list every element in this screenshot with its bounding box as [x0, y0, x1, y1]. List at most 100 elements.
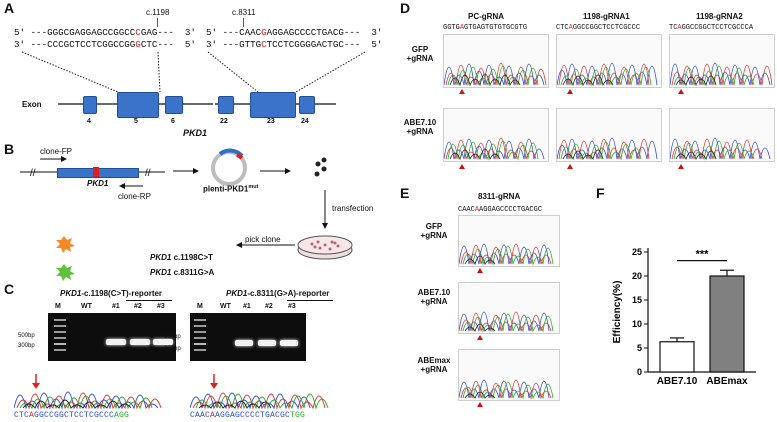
pkd1-gene-label: PKD1 [183, 128, 208, 138]
e-marker-abe710 [477, 335, 483, 340]
d-col2-seq: CTCAGGCCGGCTCCTCGCCC [556, 24, 641, 32]
clone-fp-label: clone-FP [40, 147, 73, 156]
bar-abe710 [659, 341, 695, 373]
y-tick-label: 15 [632, 295, 642, 305]
y-tick-label: 25 [632, 247, 642, 257]
e-chromatogram-abemax [458, 349, 560, 401]
exon-5 [117, 92, 159, 118]
d-marker-abe-pc [459, 164, 465, 169]
d-col1-seq: GGTGAGTGAGTGTGTGCGTG [443, 24, 528, 32]
d-marker-abe-1198g1 [567, 164, 573, 169]
transfection-label: transfection [332, 204, 374, 213]
gel2-bracket [287, 300, 333, 301]
d-chromatogram-abe-1198g2 [669, 108, 775, 162]
exon-number-23: 23 [267, 118, 275, 125]
site1-marker [157, 18, 158, 27]
site2-marker [243, 18, 244, 27]
e-chromatogram-abe710 [458, 282, 560, 334]
exon-23 [250, 92, 296, 118]
gel1-image [48, 313, 176, 361]
d-chromatogram-gfp-1198g1 [556, 34, 662, 88]
d-row1-label: GFP+gRNA [406, 45, 434, 63]
panel-label-a: A [4, 0, 15, 16]
site1-bottom-strand: 3' ---CCCGCTCCTCGGCCGGGCTC--- 5' [14, 39, 196, 50]
gel2-image [190, 313, 306, 361]
panel-label-b: B [4, 141, 15, 157]
exon-number-24: 24 [301, 118, 309, 125]
exon-number-6: 6 [171, 118, 175, 125]
gel1-ladder-300: 300bp [18, 343, 35, 349]
workflow-diagram: // // [20, 148, 353, 281]
gel2-ladder-300: 300bp [164, 346, 181, 352]
site1-label: c.1198 [146, 8, 170, 17]
svg-text://: // [145, 168, 151, 179]
exon-number-22: 22 [220, 118, 228, 125]
exon-22 [218, 96, 234, 114]
gel2-lane-m: M [197, 303, 203, 310]
svg-text://: // [30, 168, 36, 179]
d-row2-label: ABE7.10+gRNA [403, 118, 437, 136]
significance-label: *** [696, 249, 710, 261]
e-title: 8311-gRNA [478, 192, 521, 201]
y-tick-label: 20 [632, 271, 642, 281]
plasmid-label: plenti-PKD1mut [203, 184, 259, 194]
d-col2-title: 1198-gRNA1 [583, 12, 630, 21]
sequence-c8311: CAACAAGGAGCCCCTGACGCTGG [190, 411, 306, 420]
gel1-ladder-500: 500bp [18, 333, 35, 339]
gel1-lane-m: M [55, 303, 61, 310]
d-col3-seq: TCAGGCCGGCTCCTCGCCCA [669, 24, 754, 32]
site1-top-strand: 5' ---GGGCGAGGAGCCGGCCCGAG--- 3' [14, 27, 196, 38]
gel2-ladder-500: 500bp [164, 334, 181, 340]
d-marker-gfp-1198g1 [567, 89, 573, 94]
gel2-lane-1: #1 [243, 303, 251, 310]
gel1-lane-2: #2 [134, 303, 142, 310]
site2-label: c.8311 [232, 8, 256, 17]
gel1-lane-1: #1 [112, 303, 120, 310]
gel1-lane-3: #3 [157, 303, 165, 310]
y-tick-label: 0 [637, 367, 642, 377]
exon-number-5: 5 [134, 118, 138, 125]
gel2-lane-3: #3 [288, 303, 296, 310]
panel-label-e: E [400, 185, 410, 201]
exon-24 [299, 96, 315, 114]
panel-label-d: D [400, 0, 411, 16]
x-tick-label: ABEmax [706, 376, 748, 387]
gel1-lane-wt: WT [81, 303, 92, 310]
mutation-site-marker [93, 167, 99, 177]
gel2-lane-2: #2 [265, 303, 273, 310]
d-marker-gfp-pc [459, 89, 465, 94]
panel-label-f: F [596, 185, 605, 201]
gel1-bracket [126, 300, 172, 301]
gel2-title: PKD1-c.8311(G>A)-reporter [226, 289, 330, 298]
pick-clone-label: pick clone [245, 235, 281, 244]
mutation-2-label: PKD1 c.8311G>A [150, 268, 215, 277]
mutation-1-label: PKD1 c.1198C>T [150, 253, 213, 262]
panel-label-c: C [4, 281, 15, 297]
d-chromatogram-gfp-pc [443, 34, 549, 88]
construct-gene-label: PKD1 [87, 179, 109, 188]
chromatogram-c1198 [14, 374, 162, 410]
e-row3-label: ABEmax+gRNA [417, 356, 451, 374]
e-marker-abemax [477, 402, 483, 407]
e-row2-label: ABE7.10+gRNA [417, 288, 451, 306]
d-chromatogram-gfp-1198g2 [669, 34, 775, 88]
exon-6 [165, 96, 183, 114]
gel1-title: PKD1-c.1198(C>T)-reporter [60, 289, 163, 298]
e-marker-gfp [477, 268, 483, 273]
d-col1-title: PC-gRNA [468, 12, 504, 21]
site2-bottom-strand: 3' ---GTTGCTCCTCGGGGACTGC--- 5' [206, 39, 383, 50]
exon-number-4: 4 [87, 118, 91, 125]
e-row1-label: GFP+gRNA [420, 222, 448, 240]
sequence-c1198: CTCAGGCCGGCTCCTCGCCCAGG [14, 411, 130, 420]
chromatogram-c8311 [190, 374, 329, 410]
e-seq: CAACAAGGAGCCCCTGACGC [458, 206, 543, 214]
e-chromatogram-gfp [458, 215, 560, 267]
y-tick-label: 10 [632, 319, 642, 329]
site2-top-strand: 5' ---CAACGAGGAGCCCCTGACG--- 3' [206, 27, 383, 38]
gel2-lane-wt: WT [220, 303, 231, 310]
bar-abemax [709, 275, 745, 373]
y-axis-title: Efficiency(%) [612, 281, 623, 344]
d-marker-gfp-1198g2 [678, 89, 684, 94]
d-chromatogram-abe-pc [443, 108, 549, 162]
